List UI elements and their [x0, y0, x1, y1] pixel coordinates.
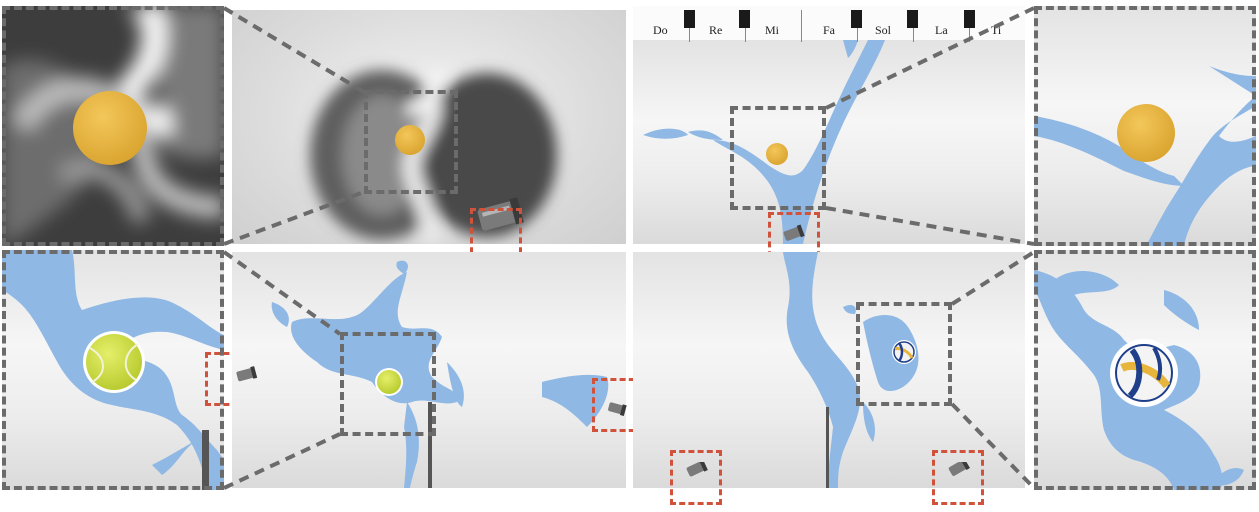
zoom-box — [730, 106, 826, 210]
scene-volleyball — [633, 252, 1025, 488]
zoom-frame — [1034, 6, 1256, 246]
zoom-frame — [2, 250, 224, 490]
black-key — [964, 10, 975, 28]
nozzle-icon — [686, 462, 708, 477]
key-label: Fa — [823, 23, 835, 37]
black-key — [684, 10, 695, 28]
key-divider — [857, 28, 858, 42]
key-label: Re — [709, 23, 723, 37]
key-label: Ti — [991, 23, 1002, 37]
scene-tennis — [232, 252, 626, 488]
nozzle-icon — [236, 366, 258, 382]
volleyball-icon — [893, 341, 915, 363]
zoom-frame — [2, 6, 224, 246]
key-label: Mi — [765, 23, 780, 37]
yellow-ball-icon — [766, 143, 788, 165]
key-divider — [745, 28, 746, 42]
zoom-box — [364, 90, 458, 194]
yellow-ball-icon — [395, 125, 425, 155]
key-divider — [913, 28, 914, 42]
key-divider — [689, 28, 690, 42]
key-label: La — [935, 23, 948, 37]
zoom-panel-tennis — [2, 250, 224, 490]
zoom-frame — [1034, 250, 1256, 490]
zoom-box — [340, 332, 436, 436]
scene-water-piano — [633, 40, 1025, 244]
yellow-ball-icon — [73, 91, 147, 165]
zoom-panel-smoke — [2, 6, 224, 246]
nozzle-box — [670, 450, 722, 505]
zoom-box — [856, 302, 952, 406]
key-divider — [969, 28, 970, 42]
nozzle-icon — [608, 402, 627, 417]
tennis-ball-icon — [377, 370, 401, 394]
nozzle-box — [932, 450, 984, 505]
nozzle-icon — [948, 462, 970, 476]
piano-keyboard: Do Re Mi Fa Sol La Ti — [633, 6, 1025, 42]
key-label: Do — [653, 23, 668, 37]
key-label: Sol — [875, 23, 892, 37]
yellow-ball-icon — [1117, 104, 1175, 162]
zoom-panel-water-yellow — [1034, 6, 1256, 246]
black-key — [851, 10, 862, 28]
scene-smoke — [232, 10, 626, 244]
black-key — [739, 10, 750, 28]
zoom-panel-volleyball — [1034, 250, 1256, 490]
key-divider — [801, 10, 802, 42]
nozzle-icon — [783, 224, 805, 241]
black-key — [907, 10, 918, 28]
